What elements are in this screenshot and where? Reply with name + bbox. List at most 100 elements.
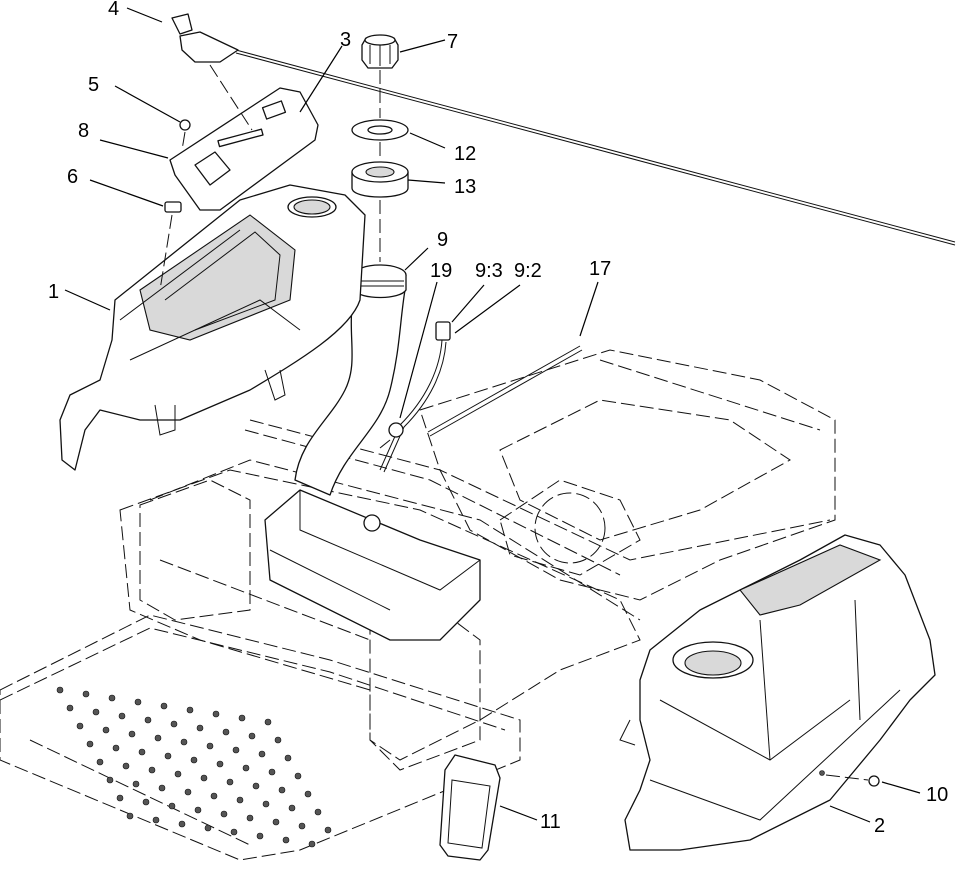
floor-hole [178, 820, 186, 828]
floor-hole [298, 822, 306, 830]
callout-13: 13 [454, 176, 476, 198]
floor-hole [164, 752, 172, 760]
floor-hole [76, 722, 84, 730]
floor-hole [282, 836, 290, 844]
floor-hole [314, 808, 322, 816]
floor-hole [160, 702, 168, 710]
floor-hole [232, 746, 240, 754]
floor-hole [142, 798, 150, 806]
floor-hole [262, 800, 270, 808]
callout-11: 11 [540, 811, 561, 833]
floor-hole [134, 698, 142, 706]
floor-hole [294, 772, 302, 780]
floor-hole [116, 794, 124, 802]
fuel-tank [264, 489, 481, 641]
callout-3: 3 [340, 29, 351, 51]
seal-13 [351, 161, 409, 198]
floor-hole [108, 694, 116, 702]
floor-hole [308, 840, 316, 848]
callout-8: 8 [78, 120, 89, 142]
floor-hole [216, 760, 224, 768]
floor-hole [204, 824, 212, 832]
throttle-cable [235, 49, 956, 246]
floor-hole [144, 716, 152, 724]
floor-hole [324, 826, 332, 834]
bolt-10 [819, 770, 880, 787]
fuel-cap [361, 34, 399, 69]
right-fender [619, 534, 936, 851]
floor-hole [196, 724, 204, 732]
floor-hole [220, 810, 228, 818]
floor-hole [86, 740, 94, 748]
floor-pan [0, 614, 521, 861]
leader-lines [64, 7, 921, 823]
floor-perforations [56, 686, 332, 848]
floor-hole [226, 778, 234, 786]
floor-hole [184, 788, 192, 796]
floor-hole [242, 764, 250, 772]
floor-hole [126, 812, 134, 820]
floor-hole [186, 706, 194, 714]
washer-12 [351, 119, 409, 141]
callout-17: 17 [589, 258, 611, 280]
floor-hole [152, 816, 160, 824]
floor-hole [148, 766, 156, 774]
floor-hole [132, 780, 140, 788]
floor-hole [210, 792, 218, 800]
floor-hole [252, 782, 260, 790]
floor-hole [288, 804, 296, 812]
callout-9-3: 9:3 [475, 260, 503, 282]
floor-hole [102, 726, 110, 734]
vent-hose [379, 321, 451, 473]
floor-hole [274, 736, 282, 744]
floor-hole [256, 832, 264, 840]
floor-hole [278, 786, 286, 794]
floor-hole [268, 768, 276, 776]
callout-12: 12 [454, 143, 476, 165]
floor-hole [168, 802, 176, 810]
rear-frame-deck [419, 349, 836, 601]
pad-11 [439, 754, 501, 861]
rod-17 [427, 345, 583, 437]
floor-hole [138, 748, 146, 756]
floor-hole [272, 818, 280, 826]
floor-hole [206, 742, 214, 750]
floor-hole [82, 690, 90, 698]
floor-hole [180, 738, 188, 746]
floor-hole [194, 806, 202, 814]
callout-10: 10 [926, 784, 948, 806]
callout-1: 1 [48, 281, 59, 303]
floor-hole [106, 776, 114, 784]
floor-hole [246, 814, 254, 822]
floor-hole [248, 732, 256, 740]
floor-hole [238, 714, 246, 722]
floor-hole [128, 730, 136, 738]
floor-hole [154, 734, 162, 742]
left-fender [59, 184, 366, 471]
floor-hole [174, 770, 182, 778]
floor-hole [112, 744, 120, 752]
nut-5 [179, 119, 191, 151]
callout-4: 4 [108, 0, 119, 20]
floor-hole [304, 790, 312, 798]
floor-hole [230, 828, 238, 836]
callout-6: 6 [67, 166, 78, 188]
filler-neck [294, 264, 407, 496]
callout-19: 19 [430, 260, 452, 282]
floor-hole [66, 704, 74, 712]
floor-hole [170, 720, 178, 728]
floor-hole [158, 784, 166, 792]
callout-7: 7 [447, 31, 458, 53]
floor-hole [96, 758, 104, 766]
floor-hole [122, 762, 130, 770]
callout-9-2: 9:2 [514, 260, 542, 282]
callout-5: 5 [88, 74, 99, 96]
floor-hole [264, 718, 272, 726]
clip-6 [159, 201, 182, 291]
floor-hole [284, 754, 292, 762]
floor-hole [118, 712, 126, 720]
floor-hole [190, 756, 198, 764]
floor-hole [222, 728, 230, 736]
callout-9: 9 [437, 229, 448, 251]
